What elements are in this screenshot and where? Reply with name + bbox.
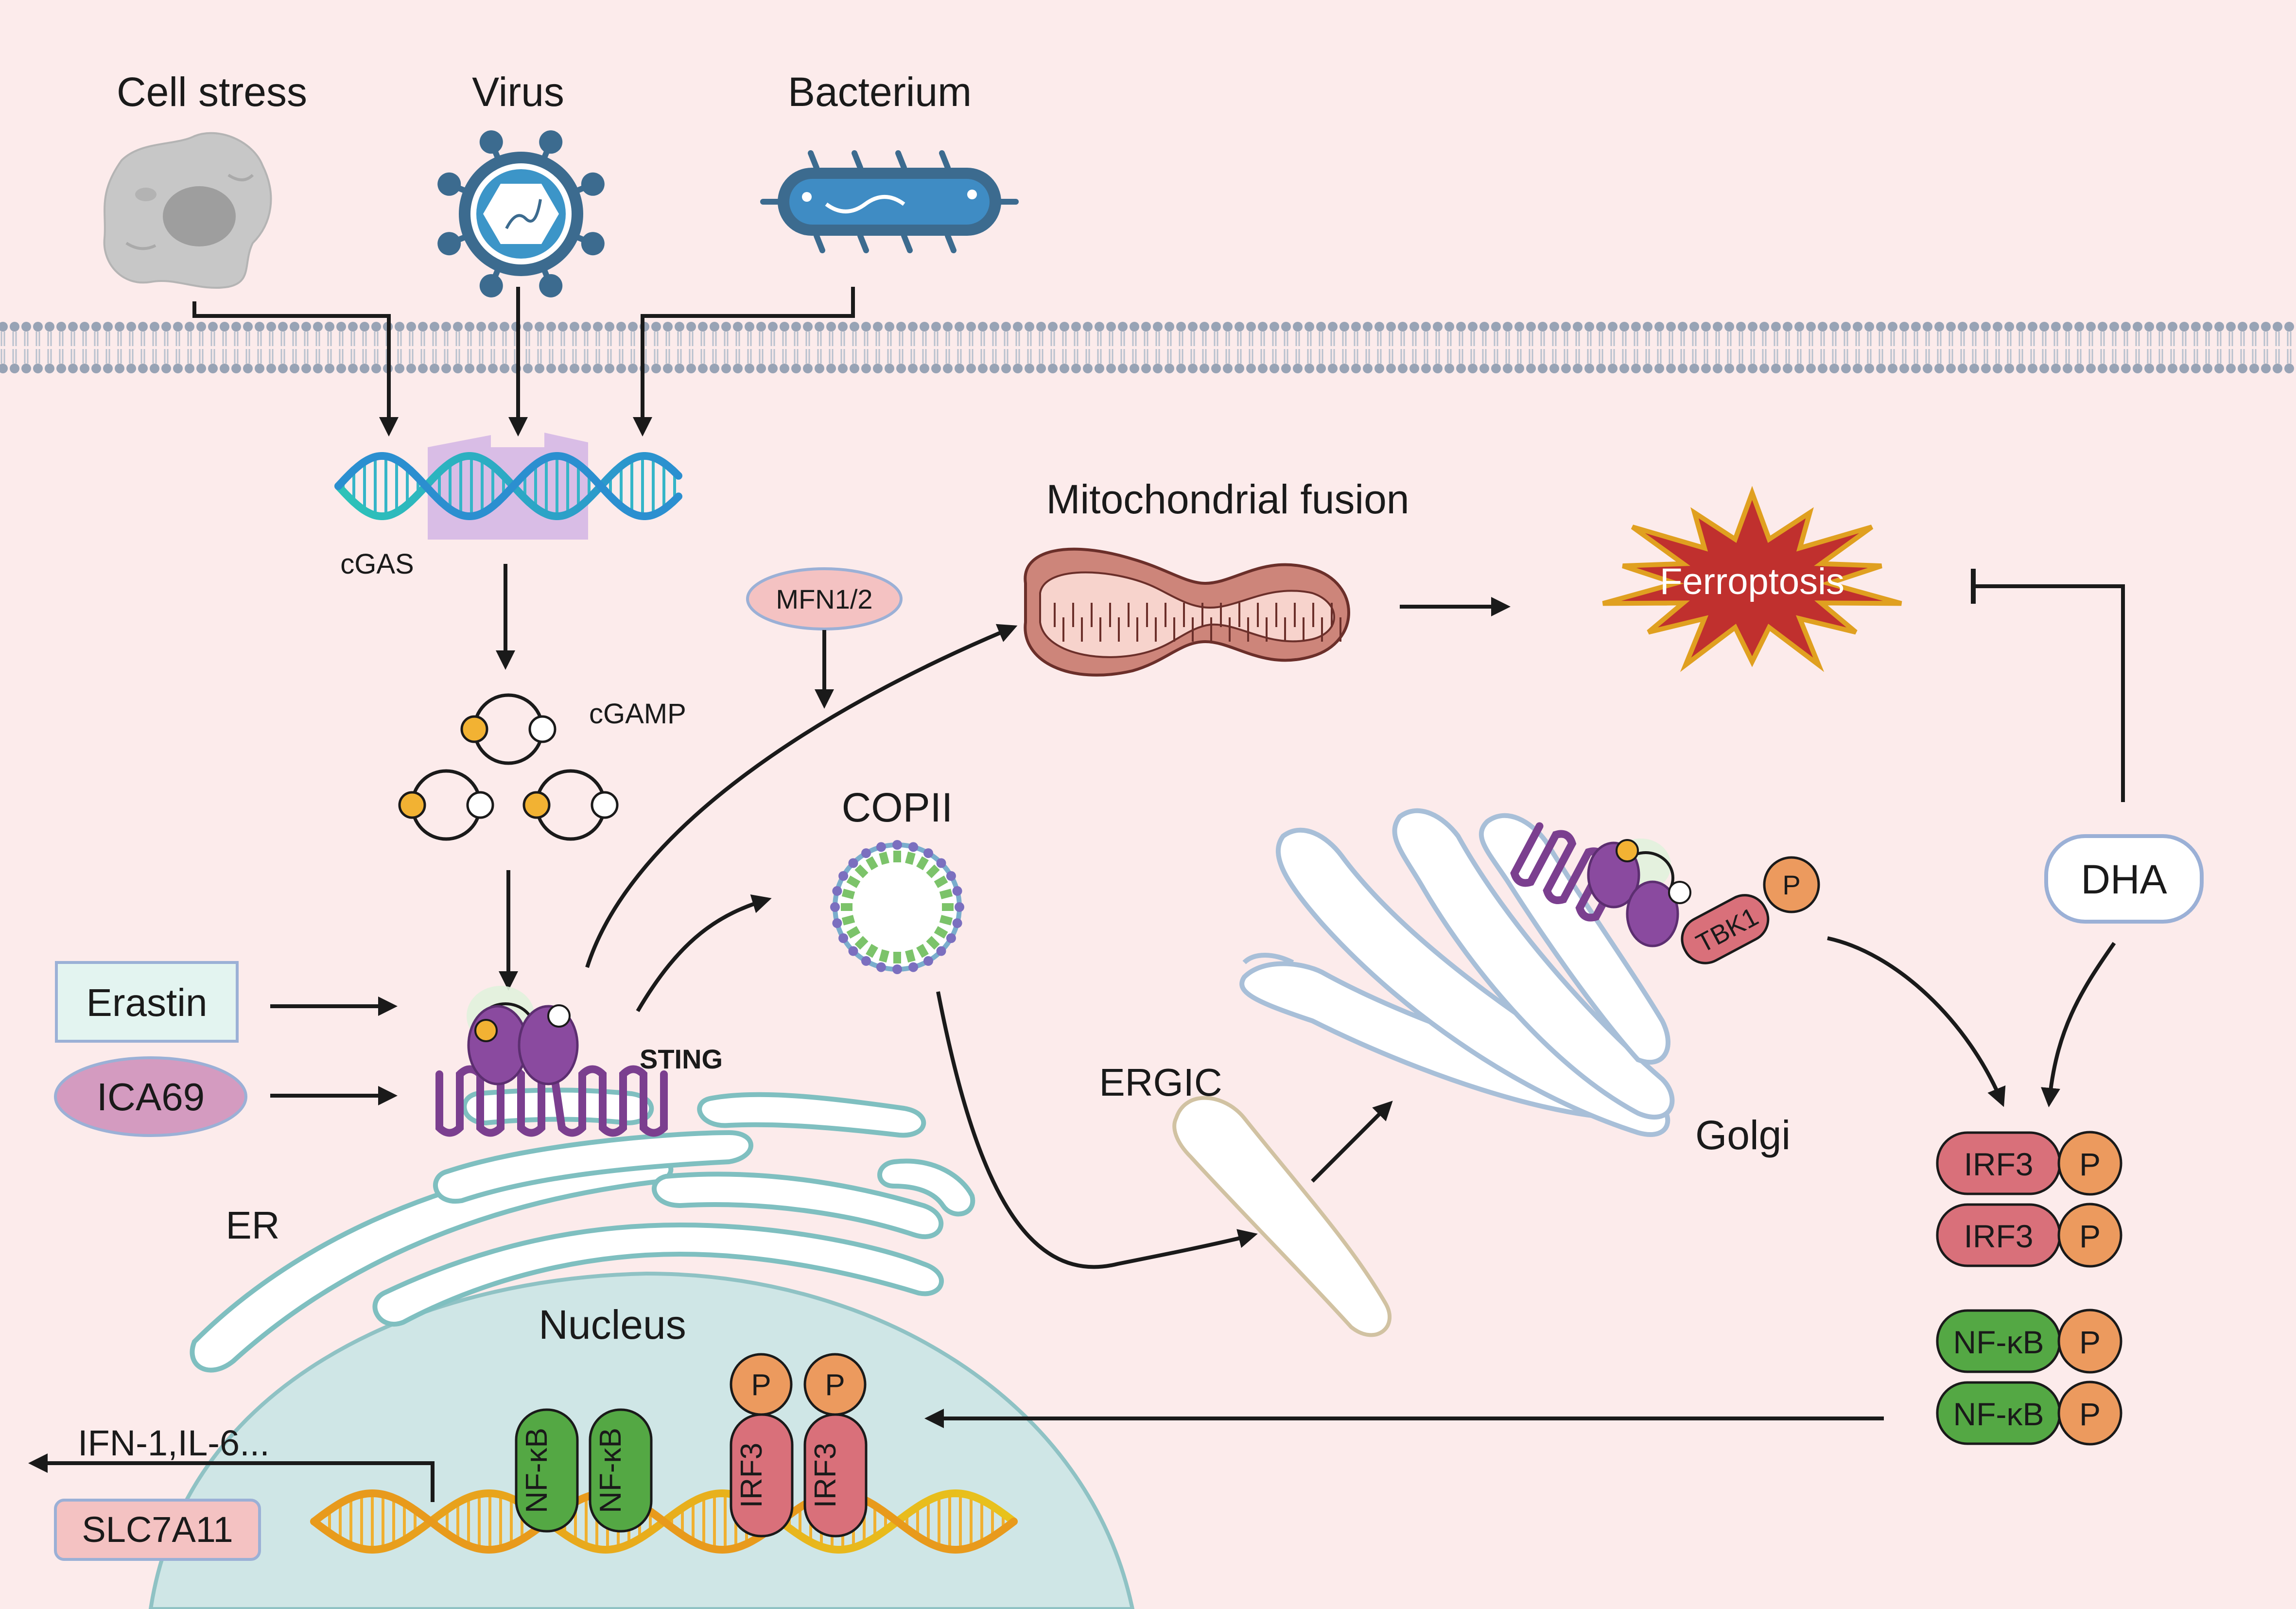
- ergic-icon: [1172, 1096, 1392, 1337]
- cell-stress-icon: [103, 132, 272, 289]
- label-cgamp: cGAMP: [589, 698, 686, 730]
- cell-membrane: [0, 321, 2296, 374]
- bacterium-icon: [760, 150, 1019, 253]
- label-irf3-n-b: IRF3: [809, 1443, 842, 1508]
- label-cell-stress: Cell stress: [117, 69, 307, 115]
- arrow-dha-irf3: [2041, 942, 2116, 1107]
- nfkb-dimer-right: [1936, 1309, 2122, 1446]
- ferroptosis-burst: [1602, 486, 1902, 672]
- label-irf3-b: IRF3: [1964, 1218, 2033, 1254]
- label-er: ER: [226, 1204, 279, 1247]
- label-dha: DHA: [2081, 857, 2167, 902]
- label-cgas: cGAS: [340, 548, 414, 580]
- label-irf3-p-a: P: [2079, 1146, 2101, 1182]
- label-bacterium: Bacterium: [788, 69, 972, 115]
- label-nfkb-a: NF-κB: [1953, 1324, 2044, 1360]
- arrow-tbk1-irf3: [1827, 936, 2006, 1107]
- mitochondrion-icon: [1024, 547, 1350, 677]
- label-slc7a11: SLC7A11: [82, 1509, 233, 1550]
- label-tbk1-p: P: [1782, 870, 1800, 900]
- arrow-ergic-golgi: [1311, 1101, 1393, 1183]
- label-ica69: ICA69: [97, 1075, 205, 1119]
- label-irf3-a: IRF3: [1964, 1146, 2033, 1182]
- label-mfn: MFN1/2: [776, 584, 872, 614]
- stimuli-arrows: [192, 287, 855, 437]
- label-irf3-n-a: IRF3: [735, 1443, 768, 1508]
- label-virus: Virus: [472, 69, 564, 115]
- label-ifn: IFN-1,IL-6...: [78, 1423, 270, 1463]
- cgas-complex: [334, 433, 682, 540]
- label-nfkb-p-a: P: [2079, 1324, 2101, 1360]
- ica69-badge: [54, 1056, 247, 1137]
- copii-vesicle-icon: [830, 840, 964, 974]
- label-nfkb-b: NF-κB: [1953, 1396, 2044, 1432]
- label-erastin: Erastin: [87, 981, 208, 1024]
- arrow-output: [28, 1453, 435, 1502]
- label-nfkb-n-b: NF-κB: [594, 1428, 627, 1513]
- nuclear-dna-icon: [310, 1489, 1018, 1554]
- sting-tbk1-complex: [1510, 822, 1820, 964]
- erastin-box: [55, 961, 239, 1043]
- label-copii: COPII: [842, 785, 953, 830]
- label-nfkb-p-b: P: [2079, 1396, 2101, 1432]
- label-ergic: ERGIC: [1099, 1061, 1222, 1104]
- irf3-dimer-right: [1936, 1131, 2122, 1268]
- golgi-icon: [1239, 808, 1675, 1137]
- mfn-badge: [746, 567, 903, 630]
- label-irf3-n-p-a: P: [751, 1368, 771, 1402]
- virus-icon: [437, 130, 605, 297]
- irf3-dimer-nucleus: [730, 1353, 868, 1538]
- arrow-copii-ergic: [936, 991, 1258, 1269]
- label-nfkb-n-a: NF-κB: [520, 1428, 554, 1513]
- label-sting: STING: [640, 1044, 723, 1074]
- er-icon: [190, 1087, 975, 1373]
- dna-icon: [334, 452, 682, 520]
- label-nucleus: Nucleus: [539, 1302, 686, 1347]
- sting-protein-icon: [435, 986, 668, 1137]
- cgamp-nodes: [398, 715, 619, 819]
- label-golgi: Golgi: [1695, 1112, 1791, 1158]
- nfkb-dimer-nucleus: [515, 1408, 653, 1533]
- arrow-sting-mito: [585, 624, 1018, 968]
- arrow-sting-copii: [636, 894, 772, 1013]
- label-mito-fusion: Mitochondrial fusion: [1046, 476, 1409, 522]
- label-ferroptosis: Ferroptosis: [1660, 561, 1844, 602]
- slc7a11-box: [54, 1499, 261, 1561]
- inhibit-line-dha: [1973, 584, 2125, 802]
- label-irf3-p-b: P: [2079, 1218, 2101, 1254]
- dha-box: [2044, 834, 2204, 924]
- label-irf3-n-p-b: P: [825, 1368, 845, 1402]
